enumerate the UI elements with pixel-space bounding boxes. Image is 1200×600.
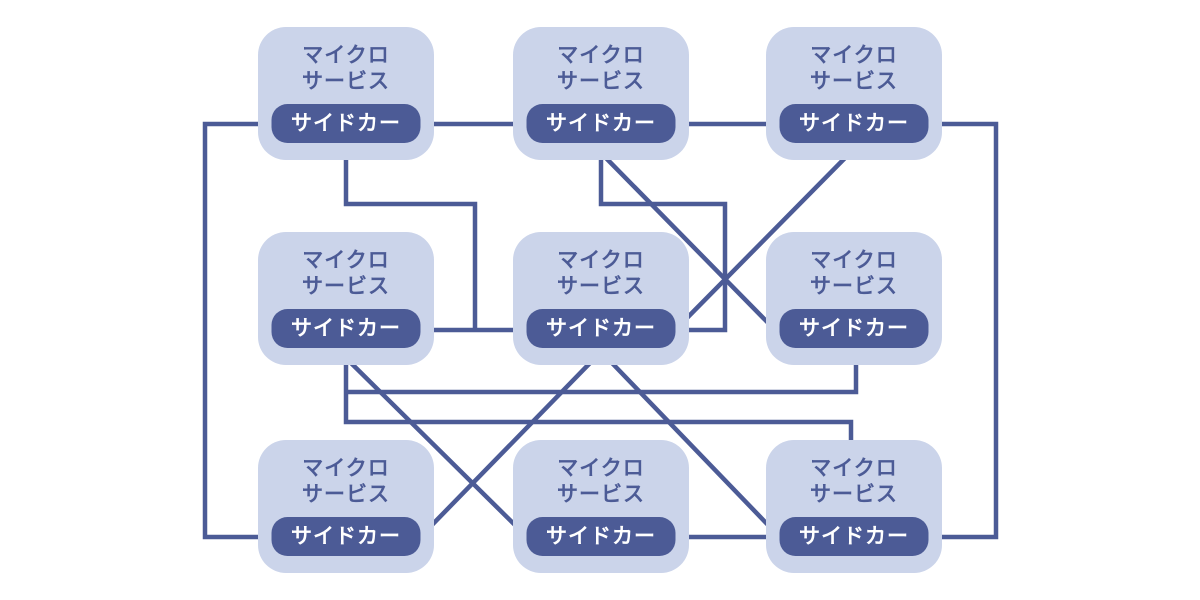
microservice-label: マイクロサービス — [513, 43, 689, 95]
microservice-label: マイクロサービス — [513, 248, 689, 300]
microservice-label: マイクロサービス — [766, 248, 942, 300]
edge-ms5-diagonal-sidecar9 — [610, 361, 772, 529]
microservice-node-4: マイクロサービスサイドカー — [258, 232, 434, 365]
microservice-label-line2: サービス — [557, 275, 645, 298]
microservice-label-line1: マイクロ — [810, 457, 898, 480]
microservice-label-line1: マイクロ — [810, 249, 898, 272]
microservice-label: マイクロサービス — [258, 456, 434, 508]
microservice-node-5: マイクロサービスサイドカー — [513, 232, 689, 365]
sidecar-badge: サイドカー — [271, 517, 421, 556]
edge-ms5-diagonal-sidecar7 — [427, 361, 592, 530]
microservice-label-line1: マイクロ — [302, 457, 390, 480]
sidecar-badge: サイドカー — [779, 517, 929, 556]
microservice-node-2: マイクロサービスサイドカー — [513, 27, 689, 160]
edge-ms2-diagonal-sidecar6 — [603, 155, 780, 335]
microservice-label: マイクロサービス — [513, 456, 689, 508]
edge-ms3-diagonal-sidecar5 — [684, 156, 847, 321]
microservice-label-line2: サービス — [810, 483, 898, 506]
edge-ms2-elbow-sidecar5 — [598, 156, 728, 333]
microservice-label-line2: サービス — [302, 275, 390, 298]
edge-ms1-elbow-row2-link — [343, 156, 478, 332]
microservice-label-line1: マイクロ — [302, 249, 390, 272]
microservice-node-1: マイクロサービスサイドカー — [258, 27, 434, 160]
microservice-node-3: マイクロサービスサイドカー — [766, 27, 942, 160]
microservice-node-9: マイクロサービスサイドカー — [766, 440, 942, 573]
microservice-label-line2: サービス — [557, 70, 645, 93]
sidecar-badge: サイドカー — [526, 104, 676, 143]
sidecar-badge: サイドカー — [526, 517, 676, 556]
sidecar-badge: サイドカー — [779, 309, 929, 348]
microservice-label: マイクロサービス — [258, 43, 434, 95]
sidecar-badge: サイドカー — [779, 104, 929, 143]
microservice-label-line2: サービス — [557, 483, 645, 506]
microservice-label: マイクロサービス — [766, 456, 942, 508]
microservice-label-line2: サービス — [302, 483, 390, 506]
sidecar-badge: サイドカー — [271, 309, 421, 348]
microservice-node-6: マイクロサービスサイドカー — [766, 232, 942, 365]
microservice-node-8: マイクロサービスサイドカー — [513, 440, 689, 573]
edge-outer-left-sidecar1-sidecar7 — [202, 121, 278, 540]
microservice-label-line2: サービス — [810, 275, 898, 298]
microservice-label: マイクロサービス — [766, 43, 942, 95]
microservice-label-line1: マイクロ — [810, 44, 898, 67]
microservice-label-line1: マイクロ — [557, 249, 645, 272]
microservice-label-line2: サービス — [302, 70, 390, 93]
microservice-label-line1: マイクロ — [557, 44, 645, 67]
microservice-label-line2: サービス — [810, 70, 898, 93]
sidecar-badge: サイドカー — [271, 104, 421, 143]
sidecar-badge: サイドカー — [526, 309, 676, 348]
microservice-node-7: マイクロサービスサイドカー — [258, 440, 434, 573]
microservice-label: マイクロサービス — [258, 248, 434, 300]
microservice-label-line1: マイクロ — [557, 457, 645, 480]
edge-ms6-elbow-ms4 — [345, 361, 859, 395]
edge-outer-right-sidecar3-sidecar9 — [924, 121, 999, 540]
edge-ms4-diagonal-sidecar8 — [349, 361, 520, 530]
microservice-label-line1: マイクロ — [302, 44, 390, 67]
